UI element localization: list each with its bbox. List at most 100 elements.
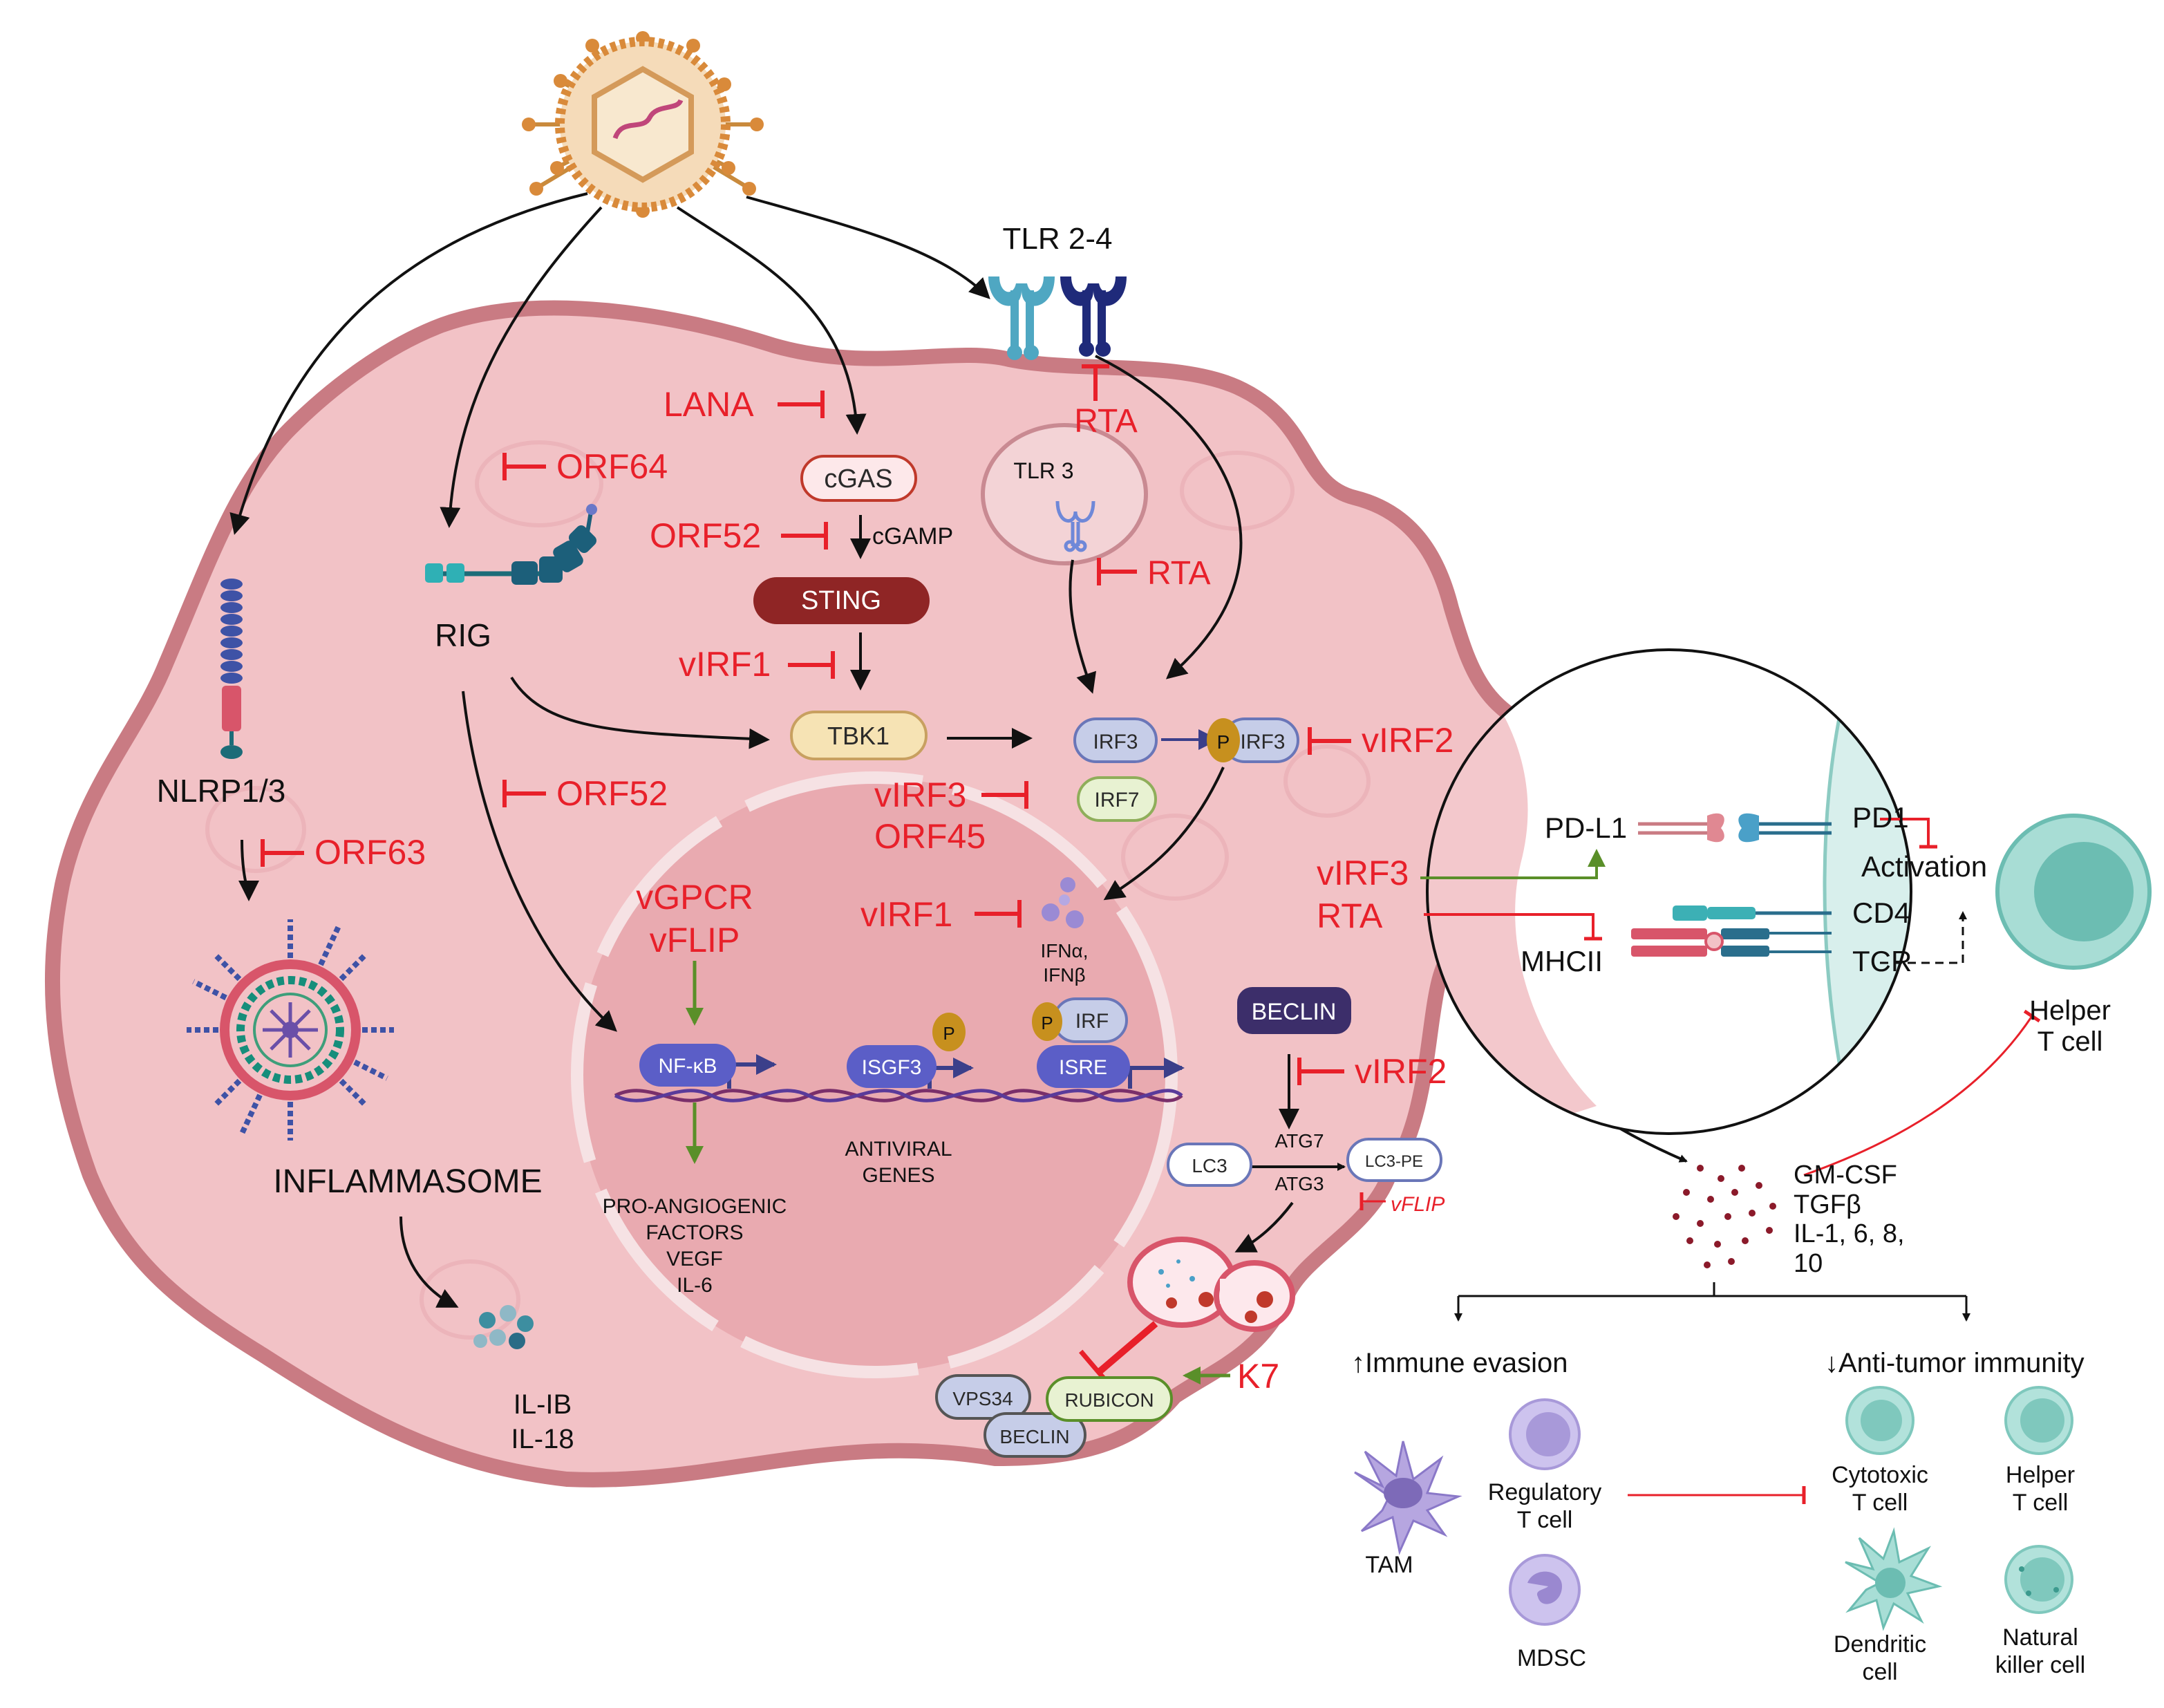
rig-receptor (425, 504, 597, 585)
helper2-line-2: T cell (2013, 1490, 2069, 1516)
irf3-label: IRF3 (1093, 731, 1138, 753)
cytokine-line-3: IL-1, 6, 8, (1794, 1219, 1905, 1248)
nfkb-label: NF-κB (659, 1055, 717, 1078)
mdsc-cell-icon (1509, 1554, 1581, 1626)
pdl1-label: PD-L1 (1545, 811, 1627, 844)
irf7-label: IRF7 (1094, 789, 1139, 811)
dna-strand (614, 1089, 1183, 1102)
inflammasome-complex (187, 919, 394, 1141)
phospho-label: P (1217, 731, 1230, 753)
atg3-label: ATG3 (1274, 1173, 1324, 1194)
inflammasome-label: INFLAMMASOME (273, 1163, 542, 1200)
tbk1-label: TBK1 (827, 722, 890, 750)
rubicon-label: RUBICON (1064, 1389, 1154, 1411)
mhcii-label: MHCII (1521, 945, 1603, 977)
cgamp-label: cGAMP (872, 523, 953, 550)
activation-label: Activation (1861, 850, 1987, 883)
kshv-virion (522, 31, 764, 218)
vflip-small-label: vFLIP (1391, 1193, 1445, 1216)
virf3-nuc-label: vIRF3 (874, 776, 966, 814)
tlr3-endosome (981, 423, 1148, 565)
irf3-p-label: IRF3 (1240, 731, 1285, 753)
cytokine-line-4: 10 (1794, 1249, 1823, 1278)
dendritic-line-1: Dendritic (1834, 1631, 1926, 1658)
rta-tlr3-label: RTA (1147, 555, 1211, 592)
irf-label: IRF (1075, 1010, 1109, 1033)
virf1-sting-label: vIRF1 (679, 645, 771, 684)
helper2-line-1: Helper (2006, 1462, 2075, 1488)
irf3-node: IRF3 (1073, 717, 1158, 763)
proangio-line-1: PRO-ANGIOGENIC (603, 1195, 787, 1218)
nk-line-1: Natural (2002, 1624, 2078, 1651)
lana-label: LANA (664, 385, 754, 424)
virf1-ifn-label: vIRF1 (860, 895, 952, 934)
nk-cell-icon (2004, 1545, 2073, 1614)
cytokine-line-2: TGFβ (1794, 1190, 1861, 1219)
tlr3-receptor (1055, 500, 1095, 552)
tlr24-label: TLR 2-4 (1003, 222, 1113, 256)
il-particles (473, 1305, 534, 1349)
cytokine-line-1: GM-CSF (1794, 1161, 1897, 1190)
sting-node: STING (753, 577, 930, 624)
irf3-phospho-node: IRF3 P (1207, 717, 1299, 763)
atg7-label: ATG7 (1274, 1130, 1324, 1152)
irf-phospho-label: P (1041, 1013, 1053, 1033)
helper-t-cell-right (1995, 814, 2152, 970)
vgpcr-label: vGPCR (636, 878, 753, 917)
ifna-label: IFNα, (1040, 940, 1088, 961)
virf2-irf3-label: vIRF2 (1362, 721, 1453, 760)
antiviral-line-1: ANTIVIRAL (845, 1138, 952, 1161)
orf63-label: ORF63 (314, 833, 426, 872)
irf7-node: IRF7 (1077, 776, 1157, 822)
virf2-beclin-label: vIRF2 (1355, 1052, 1447, 1091)
lc3pe-label: LC3-PE (1365, 1152, 1423, 1171)
vflip-label: vFLIP (650, 921, 740, 959)
helper-t-cell-icon (2004, 1386, 2073, 1455)
vps34-label: VPS34 (952, 1388, 1013, 1409)
helper-right-line-1: Helper (2029, 995, 2111, 1026)
cytotoxic-t-cell-icon (1845, 1386, 1914, 1455)
beclin-label: BECLIN (1252, 999, 1337, 1025)
tlr2-4-receptors (988, 276, 1127, 360)
orf64-label: ORF64 (556, 447, 668, 486)
cytokine-dots (1673, 1165, 1776, 1268)
rta-tcell-label: RTA (1317, 897, 1383, 935)
nlrp-label: NLRP1/3 (157, 773, 286, 809)
proangio-line-4: IL-6 (677, 1274, 713, 1297)
immune-evasion-label: ↑Immune evasion (1351, 1348, 1568, 1378)
pd1-label: PD1 (1852, 801, 1909, 834)
tbk1-node: TBK1 (790, 711, 928, 760)
tcr-label: TCR (1852, 945, 1912, 977)
cytotoxic-line-2: T cell (1852, 1490, 1908, 1516)
rta-tlr24-label: RTA (1074, 403, 1138, 440)
orf45-label: ORF45 (874, 817, 986, 856)
rubicon-node: RUBICON (1046, 1376, 1173, 1422)
cytoplasm-vesicles (205, 440, 1371, 1340)
lc3-node: LC3 (1167, 1143, 1252, 1187)
lc3-label: LC3 (1192, 1155, 1227, 1176)
proangio-line-2: FACTORS (646, 1221, 743, 1244)
helper-right-line-2: T cell (2038, 1026, 2103, 1057)
tam-cell-icon (1354, 1440, 1462, 1555)
nlrp-receptor (220, 579, 243, 759)
beclin-node: BECLIN (1237, 987, 1351, 1034)
beclin2-node: BECLIN (984, 1412, 1086, 1458)
virf3-tcell-label: vIRF3 (1317, 854, 1409, 892)
sting-label: STING (801, 586, 881, 615)
treg-cell-icon (1509, 1398, 1581, 1470)
tlr3-label: TLR 3 (1013, 458, 1073, 483)
proangio-line-3: VEGF (666, 1248, 723, 1270)
orf52-cgas-label: ORF52 (650, 516, 761, 555)
cgas-label: cGAS (824, 464, 892, 494)
isgf3-label: ISGF3 (862, 1056, 922, 1079)
ifn-particles (1042, 877, 1084, 928)
cd4-label: CD4 (1852, 897, 1910, 929)
orf52-nfkb-label: ORF52 (556, 774, 668, 813)
irf-isre-node: IRF P ISRE (1032, 997, 1130, 1088)
nk-line-2: killer cell (1995, 1652, 2085, 1678)
beclin2-label: BECLIN (999, 1426, 1069, 1447)
antiviral-line-2: GENES (862, 1164, 934, 1187)
nfkb-node: NF-κB (639, 1044, 736, 1087)
il18-label: IL-18 (511, 1424, 574, 1454)
cgas-node: cGAS (800, 455, 917, 502)
